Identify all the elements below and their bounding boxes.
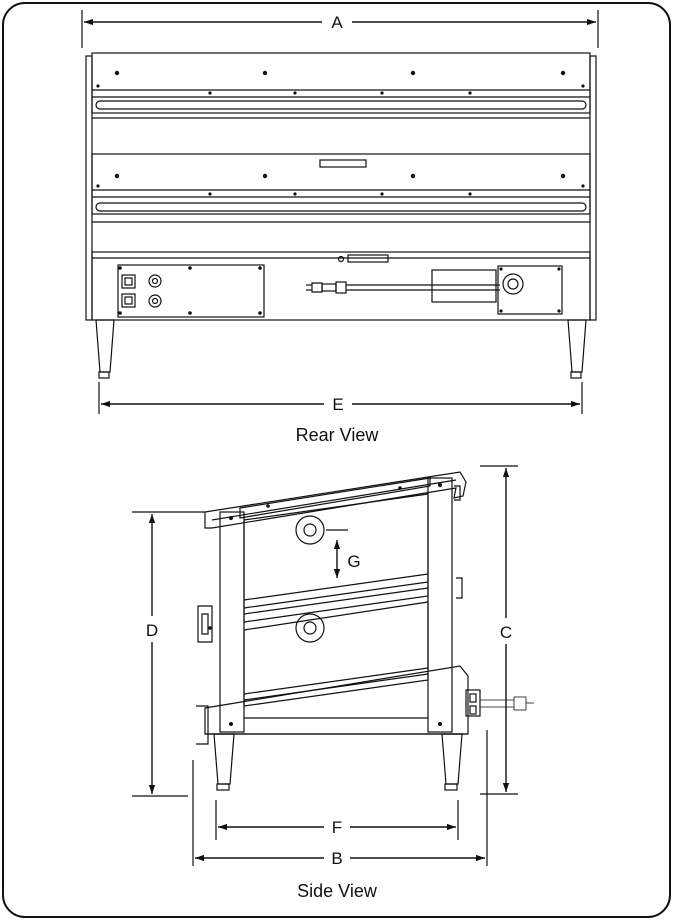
dimension-b-label: B bbox=[331, 849, 342, 868]
dimension-c: C bbox=[500, 468, 512, 792]
rear-view bbox=[81, 10, 599, 414]
side-view bbox=[132, 465, 534, 866]
dimension-b: B bbox=[195, 849, 485, 868]
dimension-f-label: F bbox=[332, 818, 342, 837]
dimension-a-label: A bbox=[331, 13, 343, 32]
dimension-d-label: D bbox=[146, 621, 158, 640]
dimension-c-label: C bbox=[500, 623, 512, 642]
side-view-fasteners bbox=[208, 483, 442, 726]
dimension-d: D bbox=[146, 514, 158, 794]
dimension-g: G bbox=[333, 540, 361, 578]
dimension-a: A bbox=[84, 13, 596, 32]
side-view-caption: Side View bbox=[297, 881, 378, 901]
dimension-f: F bbox=[218, 818, 456, 837]
dimension-e: E bbox=[101, 395, 580, 414]
rear-view-caption: Rear View bbox=[296, 425, 380, 445]
dimension-g-label: G bbox=[347, 552, 360, 571]
dimension-e-label: E bbox=[332, 395, 343, 414]
rear-view-fasteners bbox=[96, 70, 585, 315]
